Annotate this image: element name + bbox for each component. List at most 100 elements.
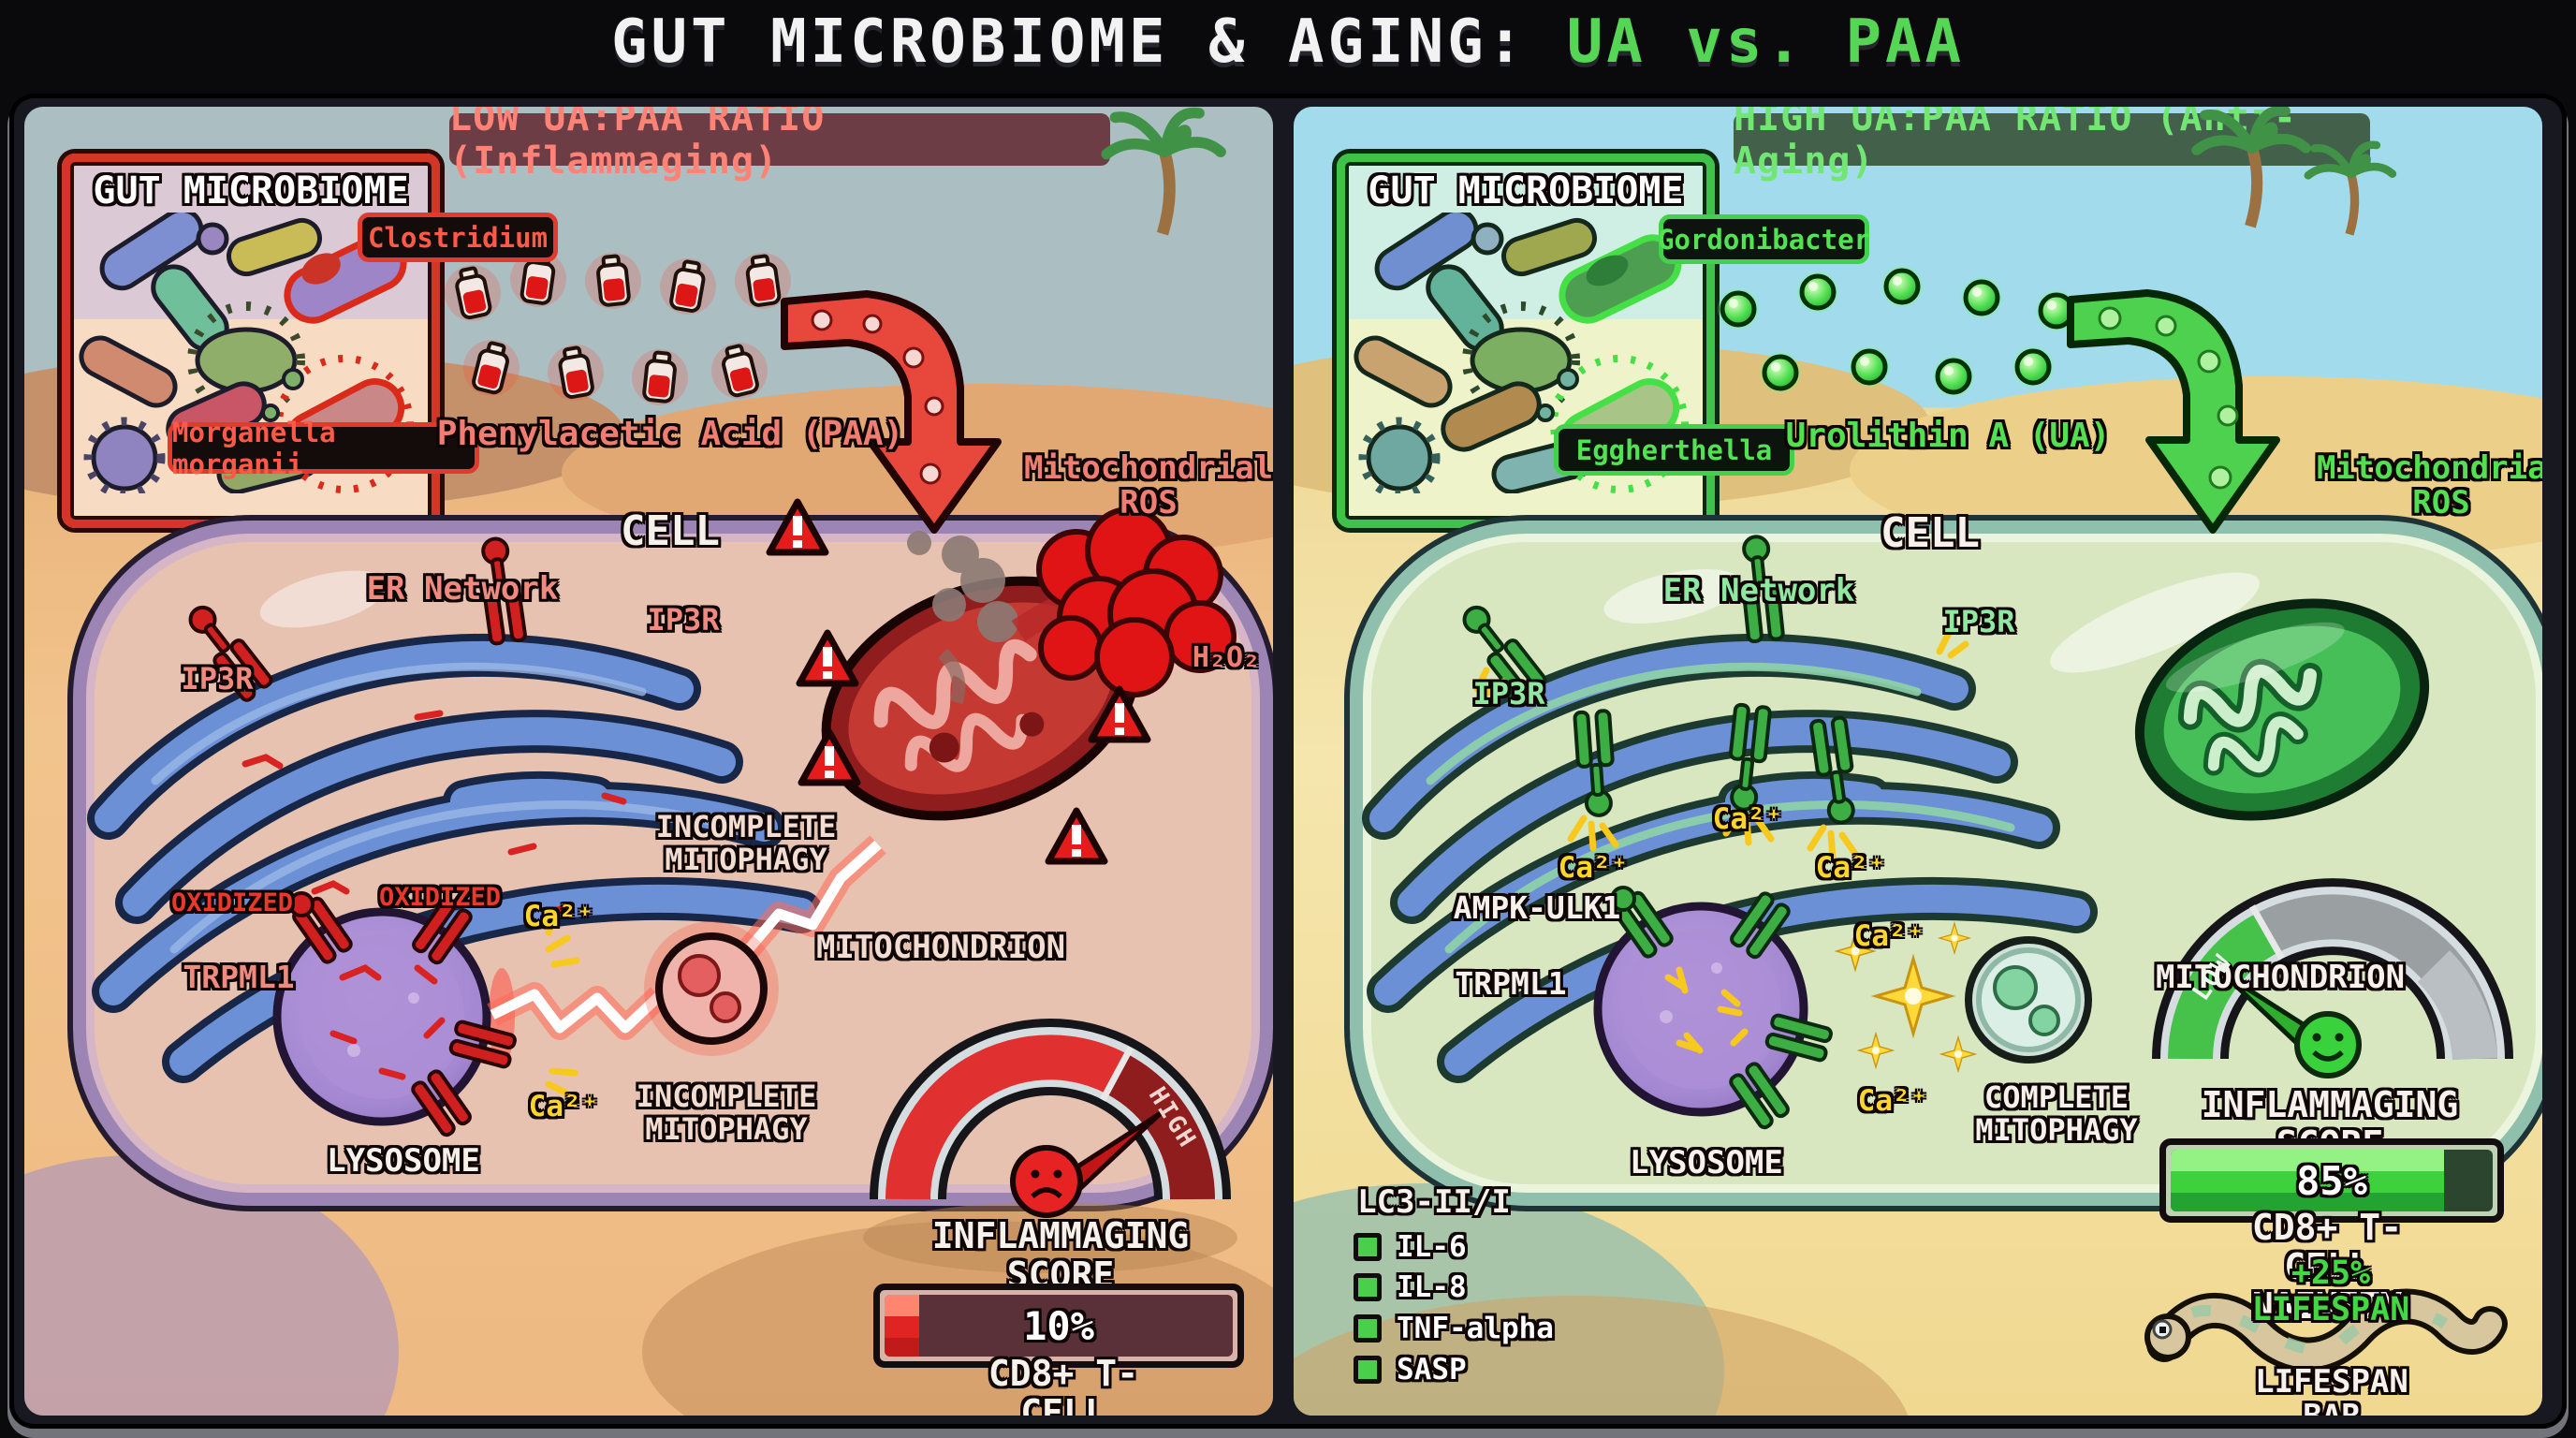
oxidation-marks: [329, 964, 446, 1080]
morganella-label: Morganella morganii: [168, 417, 479, 480]
panel-inflammaging: LOW UA:PAA RATIO (Inflammaging): [24, 107, 1273, 1416]
worm-icon: [2144, 1288, 2508, 1373]
mito-ros-label: Mitochondrial ROS: [1023, 449, 1273, 522]
bar-fill: [2171, 1150, 2445, 1211]
bar-track: 85%: [2171, 1150, 2493, 1211]
right-header-text: HIGH UA:PAA RATIO (Anti-Aging): [1734, 107, 2297, 183]
lysosome-graphic: [272, 891, 519, 1139]
ca-label: Ca²⁺: [1857, 1084, 1928, 1118]
outer-frame: LOW UA:PAA RATIO (Inflammaging): [9, 94, 2567, 1429]
h2o2-label: H₂O₂: [1192, 641, 1261, 674]
smoke-puffs: [907, 531, 1018, 642]
naivety-bar: 10%: [873, 1284, 1244, 1368]
paa-molecules: [437, 245, 797, 410]
incomplete-mitophagy-label: INCOMPLETE MITOPHAGY: [636, 1078, 817, 1148]
ampk-ulk1-label: AMPK-ULK1: [1453, 889, 1621, 926]
title-prefix: GUT MICROBIOME & AGING:: [610, 7, 1567, 77]
ua-label: Urolithin A (UA): [1785, 417, 2111, 455]
eggherthella-text: Eggherthella: [1575, 433, 1773, 466]
marker-item: SASP: [1354, 1353, 1467, 1387]
mito-ros-label: Mitochondrial ROS: [2316, 449, 2542, 522]
ca-sparks: [1473, 629, 1969, 861]
cell-label: CELL: [621, 507, 720, 555]
lysosome-label: LYSOSOME: [327, 1142, 480, 1180]
ca-label: Ca²⁺: [1853, 919, 1925, 953]
lysosome-label: LYSOSOME: [1630, 1144, 1783, 1181]
complete-mitophagy-vesicle: [1965, 936, 2092, 1064]
right-panel-art: [1362, 107, 2513, 1373]
bar-fill: [885, 1295, 920, 1357]
ca-sparks: [545, 912, 580, 1097]
marker-item: TNF-alpha: [1354, 1312, 1554, 1345]
gordonibacter-label: Gordonibacter: [1658, 214, 1870, 264]
inflammaging-gauge: [863, 1019, 1237, 1273]
lifespan-bar-label: LIFESPAN BAR: [2255, 1363, 2408, 1416]
left-header: LOW UA:PAA RATIO (Inflammaging): [449, 107, 1110, 183]
bullet-icon: [1354, 1273, 1382, 1301]
panel-anti-aging: HIGH UA:PAA RATIO (Anti-Aging): [1294, 107, 2542, 1416]
clostridium-label: Clostridium: [358, 213, 558, 262]
enzyme-sparkles: [1664, 966, 1749, 1054]
ip3r-label: IP3R: [1472, 676, 1545, 712]
ca-label: Ca²⁺: [1558, 851, 1629, 885]
naivety-bar: 85%: [2159, 1138, 2504, 1223]
sad-face-icon: [1010, 1145, 1083, 1218]
warning-icon: [799, 633, 856, 683]
bullet-icon: [1354, 1356, 1382, 1384]
smiley-face-icon: [2294, 1011, 2362, 1078]
healthy-mitochondrion: [2134, 598, 2430, 821]
lc3-heading: LC3-II/I: [1357, 1183, 1511, 1221]
eggherthella-label: Eggherthella: [1554, 424, 1794, 476]
bullet-icon: [1354, 1233, 1382, 1261]
paa-arrow-icon: [781, 290, 1002, 534]
left-panel-art: [87, 107, 1237, 1273]
lifespan-gain-label: +25% LIFESPAN: [2251, 1255, 2410, 1328]
inflammaging-gauge: [2152, 878, 2513, 1078]
bar-value: 85%: [2296, 1157, 2367, 1204]
palm-tree-icon: [2308, 145, 2393, 235]
ros-cloud: [1011, 506, 1237, 697]
microbiome-title: GUT MICROBIOME: [1368, 169, 1684, 213]
microbiome-title: GUT MICROBIOME: [93, 169, 409, 213]
trpml1-label: TRPML1: [1455, 965, 1567, 1002]
left-header-text: LOW UA:PAA RATIO (Inflammaging): [449, 107, 826, 183]
morganella-text: Morganella morganii: [172, 416, 336, 480]
oxidized-label: OXIDIZED: [170, 888, 294, 917]
cell-label: CELL: [1881, 509, 1980, 557]
page-title: GUT MICROBIOME & AGING: UA vs. PAA: [0, 7, 2576, 77]
incomplete-mitophagy-label: INCOMPLETE MITOPHAGY: [655, 809, 837, 878]
warning-icon: [1048, 811, 1105, 861]
clostridium-text: Clostridium: [367, 221, 549, 254]
ip3r-label: IP3R: [647, 602, 720, 638]
warning-icon: [769, 502, 826, 552]
marker-item: IL-8: [1354, 1270, 1467, 1304]
title-highlight: UA vs. PAA: [1566, 7, 1966, 77]
incomplete-mitophagy-vesicle: [644, 921, 779, 1056]
ip3r-label: IP3R: [1942, 604, 2015, 639]
ip3r-label: IP3R: [181, 661, 254, 697]
marker-text: SASP: [1397, 1353, 1467, 1387]
cd8-naivety-label: CD8+ T-CELL NAIVETY: [988, 1353, 1139, 1416]
ca-label: Ca²⁺: [1815, 851, 1886, 885]
complete-mitophagy-label: COMPLETE MITOPHAGY: [1975, 1079, 2138, 1149]
er-network-label: ER Network: [366, 570, 559, 608]
palm-tree-icon: [1106, 112, 1221, 233]
lightning-bolt: [487, 835, 886, 1040]
gordonibacter-text: Gordonibacter: [1658, 223, 1870, 256]
marker-text: TNF-alpha: [1397, 1312, 1554, 1345]
marker-item: IL-6: [1354, 1230, 1467, 1264]
mitochondrion-label: MITOCHONDRION: [815, 929, 1066, 966]
trpml1-label: TRPML1: [183, 959, 295, 995]
mitochondrion-label: MITOCHONDRION: [2155, 959, 2406, 996]
marker-text: IL-6: [1397, 1230, 1467, 1264]
bar-value: 10%: [1023, 1302, 1094, 1349]
marker-text: IL-8: [1397, 1270, 1467, 1304]
er-network-label: ER Network: [1662, 572, 1855, 609]
bullet-icon: [1354, 1314, 1382, 1343]
lysosome-graphic: [1593, 886, 1835, 1132]
cd8-naivety-label: CD8+ T-CELL NAIVETY: [2251, 1207, 2403, 1327]
ca-label: Ca²⁺: [523, 900, 594, 933]
ca-label: Ca²⁺: [528, 1090, 599, 1123]
paa-label: Phenylacetic Acid (PAA): [436, 415, 904, 453]
